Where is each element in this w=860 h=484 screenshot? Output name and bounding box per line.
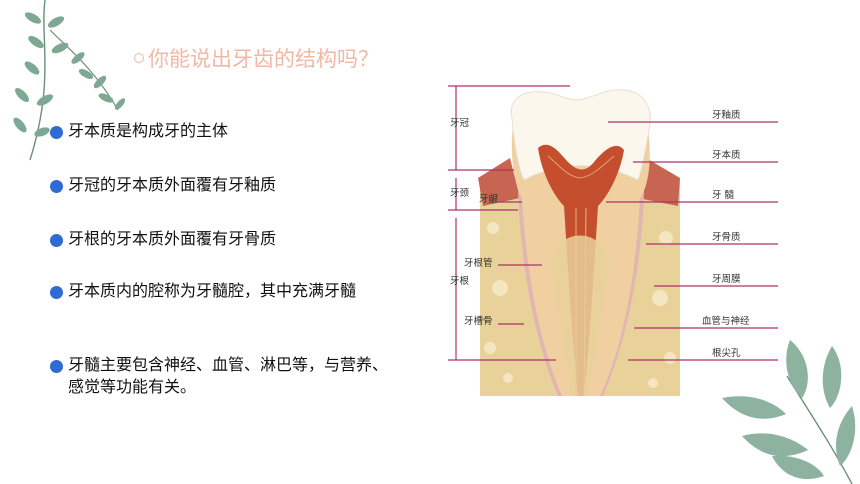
label-crown: 牙冠 <box>450 118 470 129</box>
label-cementum: 牙骨质 <box>712 231 741 243</box>
ring-bullet-icon <box>134 53 144 63</box>
label-dentin: 牙本质 <box>712 149 741 161</box>
label-root: 牙根 <box>450 275 470 287</box>
bullet-dot-icon <box>50 360 63 373</box>
page-title-text: 你能说出牙齿的结构吗？ <box>148 47 379 71</box>
bullet-item: 牙髓主要包含神经、血管、淋巴等，与营养、感觉等功能有关。 <box>50 354 400 398</box>
label-periodontal-membrane: 牙周膜 <box>712 274 741 285</box>
bullet-item: 牙本质内的腔称为牙髓腔，其中充满牙髓 <box>50 280 400 302</box>
page-title: 你能说出牙齿的结构吗？ <box>134 44 424 74</box>
right-pointers <box>606 121 778 361</box>
bullet-dot-icon <box>50 126 63 139</box>
bullet-dot-icon <box>50 286 63 299</box>
label-apical-foramen: 根尖孔 <box>712 347 741 359</box>
label-gum: 牙龈 <box>479 193 499 205</box>
label-neck: 牙颈 <box>450 188 470 199</box>
label-enamel: 牙釉质 <box>712 109 741 121</box>
leaf-branch-top-left <box>13 0 126 161</box>
label-vessels-nerves: 血管与神经 <box>702 315 750 327</box>
bullet-dot-icon <box>50 234 63 247</box>
label-root-canal: 牙根管 <box>464 257 493 269</box>
leaf-cluster-bottom-right <box>722 340 856 484</box>
bullet-dot-icon <box>50 180 63 193</box>
bullet-item: 牙冠的牙本质外面覆有牙釉质 <box>50 174 276 196</box>
tooth-structure-diagram: 牙冠 牙颈 牙根 牙龈 牙根管 牙槽骨 牙釉质 牙本质 牙 髓 牙骨质 牙周膜 … <box>448 85 778 396</box>
interradicular-bone <box>550 235 610 396</box>
label-alveolar-bone: 牙槽骨 <box>464 315 493 327</box>
bone-texture <box>484 222 676 388</box>
bullet-item: 牙本质是构成牙的主体 <box>50 120 228 142</box>
bullet-item: 牙根的牙本质外面覆有牙骨质 <box>50 228 276 250</box>
label-pulp: 牙 髓 <box>712 189 735 201</box>
left-brackets <box>448 85 570 361</box>
